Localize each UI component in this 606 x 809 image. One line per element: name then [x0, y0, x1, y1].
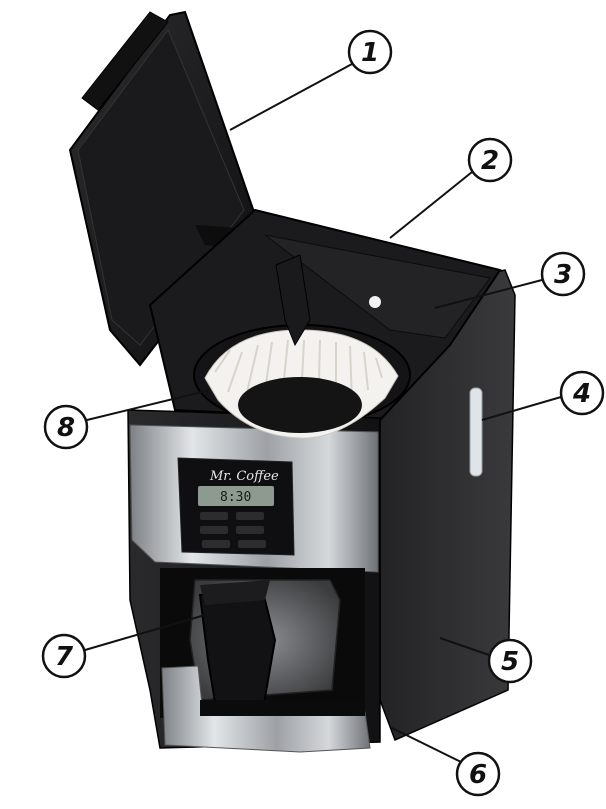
coffee-grounds [238, 377, 362, 433]
button[interactable] [200, 512, 228, 520]
callout-6: 6 [392, 728, 499, 795]
water-inlet-hole [369, 296, 381, 308]
callout-number: 1 [361, 38, 379, 68]
button[interactable] [236, 526, 264, 534]
brand-logo: Mr. Coffee [209, 469, 279, 484]
warming-plate [200, 700, 365, 716]
callout-number: 6 [469, 760, 487, 790]
callout-number: 3 [554, 260, 572, 290]
callout-leader-line [230, 64, 352, 130]
button[interactable] [202, 540, 230, 548]
display-time: 8:30 [220, 490, 251, 505]
callout-number: 4 [572, 379, 591, 409]
callout-number: 2 [481, 146, 499, 176]
button[interactable] [238, 540, 266, 548]
callout-number: 8 [57, 413, 75, 443]
water-window [470, 388, 482, 476]
callout-number: 7 [55, 642, 74, 672]
button[interactable] [200, 526, 228, 534]
button[interactable] [236, 512, 264, 520]
callout-leader-line [390, 172, 472, 238]
callout-leader-line [392, 728, 461, 762]
callout-number: 5 [501, 647, 519, 677]
callout-2: 2 [390, 139, 511, 238]
callout-1: 1 [230, 31, 391, 130]
